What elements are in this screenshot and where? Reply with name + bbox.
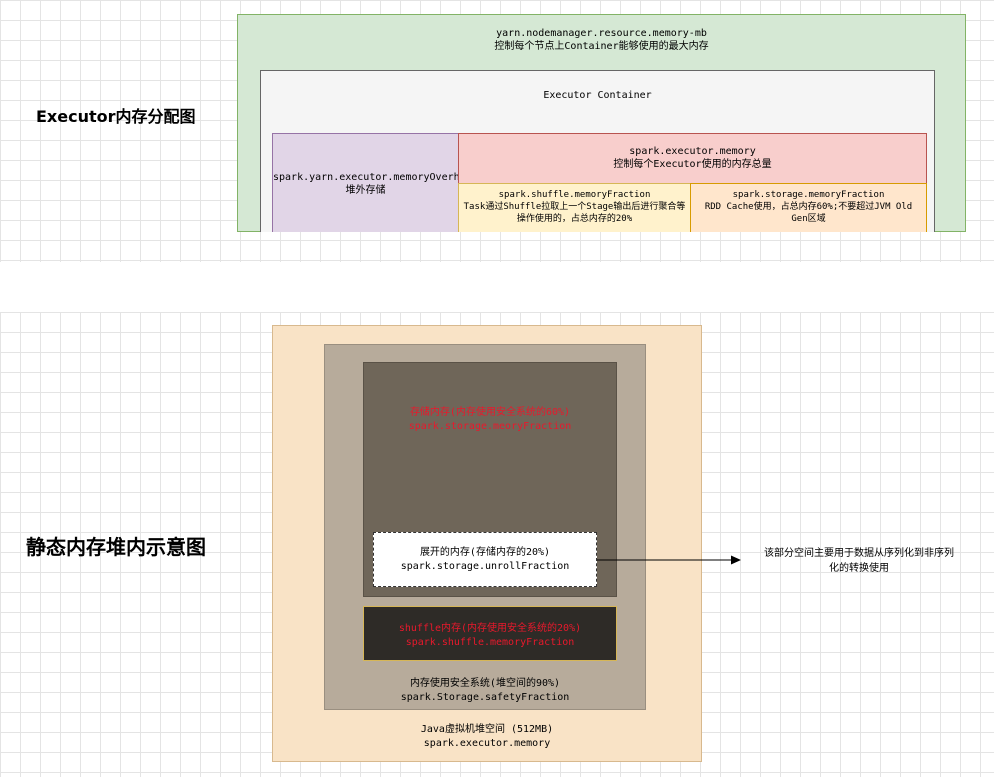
storage-fraction-line1: spark.storage.memoryFraction xyxy=(732,190,885,200)
executor-memory-label: spark.executor.memory 控制每个Executor使用的内存总… xyxy=(459,145,926,171)
nodemanager-label-line1: yarn.nodemanager.resource.memory-mb xyxy=(496,28,707,39)
storage-fraction-label: spark.storage.memoryFraction RDD Cache使用… xyxy=(691,189,926,225)
shuffle-memory-line2: spark.shuffle.memoryFraction xyxy=(405,637,575,648)
unroll-fraction-box: 展开的内存(存储内存的20%) spark.storage.unrollFrac… xyxy=(373,532,597,587)
shuffle-fraction-line2: Task通过Shuffle拉取上一个Stage输出后进行聚合等 xyxy=(463,202,686,212)
storage-fraction-line3: Gen区域 xyxy=(791,214,826,224)
unroll-annotation-arrow xyxy=(597,555,741,565)
storage-memory-label: 存储内存(内存使用安全系统的60%) spark.storage.meoryFr… xyxy=(364,406,616,434)
executor-memory-line2: 控制每个Executor使用的内存总量 xyxy=(613,159,772,170)
memory-overhead-line1: spark.yarn.executor.memoryOverhead xyxy=(273,172,478,183)
shuffle-fraction-line3: 操作使用的，占总内存的20% xyxy=(516,214,633,224)
unroll-annotation-line1: 该部分空间主要用于数据从序列化到非序列 xyxy=(764,548,954,559)
storage-fraction-line2: RDD Cache使用，占总内存60%;不要超过JVM Old xyxy=(704,202,913,212)
unroll-annotation-line2: 化的转换使用 xyxy=(829,563,889,574)
safety-fraction-line2: spark.Storage.safetyFraction xyxy=(400,692,570,703)
memory-overhead-label: spark.yarn.executor.memoryOverhead 堆外存储 xyxy=(273,171,478,197)
safety-fraction-line1: 内存使用安全系统(堆空间的90%) xyxy=(409,678,561,689)
executor-memory-title: Executor内存分配图 xyxy=(36,107,196,126)
safety-fraction-label: 内存使用安全系统(堆空间的90%) spark.Storage.safetyFr… xyxy=(325,677,645,705)
memory-overhead-line2: 堆外存储 xyxy=(345,185,386,196)
nodemanager-label: yarn.nodemanager.resource.memory-mb 控制每个… xyxy=(238,27,965,53)
memory-overhead-box: spark.yarn.executor.memoryOverhead 堆外存储 xyxy=(272,133,478,232)
storage-memory-line2: spark.storage.meoryFraction xyxy=(408,421,572,432)
shuffle-memory-line1: shuffle内存(内存使用安全系统的20%) xyxy=(398,623,582,634)
jvm-heap-label: Java虚拟机堆空间 (512MB) spark.executor.memory xyxy=(273,723,701,751)
nodemanager-label-line2: 控制每个节点上Container能够使用的最大内存 xyxy=(494,41,709,52)
storage-fraction-box: spark.storage.memoryFraction RDD Cache使用… xyxy=(690,183,927,232)
static-heap-title: 静态内存堆内示意图 xyxy=(26,535,206,559)
executor-memory-line1: spark.executor.memory xyxy=(629,146,756,157)
shuffle-fraction-line1: spark.shuffle.memoryFraction xyxy=(498,190,651,200)
jvm-heap-line1: Java虚拟机堆空间 (512MB) xyxy=(420,724,554,735)
executor-container-label: Executor Container xyxy=(543,90,652,101)
shuffle-fraction-box: spark.shuffle.memoryFraction Task通过Shuff… xyxy=(458,183,691,232)
unroll-fraction-line2: spark.storage.unrollFraction xyxy=(400,561,570,572)
unroll-fraction-line1: 展开的内存(存储内存的20%) xyxy=(419,547,551,558)
shuffle-fraction-label: spark.shuffle.memoryFraction Task通过Shuff… xyxy=(459,189,690,225)
storage-memory-line1: 存储内存(内存使用安全系统的60%) xyxy=(409,407,571,418)
unroll-fraction-label: 展开的内存(存储内存的20%) spark.storage.unrollFrac… xyxy=(374,546,596,574)
jvm-heap-line2: spark.executor.memory xyxy=(423,738,551,749)
shuffle-memory-box: shuffle内存(内存使用安全系统的20%) spark.shuffle.me… xyxy=(363,606,617,661)
executor-memory-box: spark.executor.memory 控制每个Executor使用的内存总… xyxy=(458,133,927,184)
unroll-annotation-text: 该部分空间主要用于数据从序列化到非序列 化的转换使用 xyxy=(744,546,974,576)
shuffle-memory-label: shuffle内存(内存使用安全系统的20%) spark.shuffle.me… xyxy=(364,622,616,650)
